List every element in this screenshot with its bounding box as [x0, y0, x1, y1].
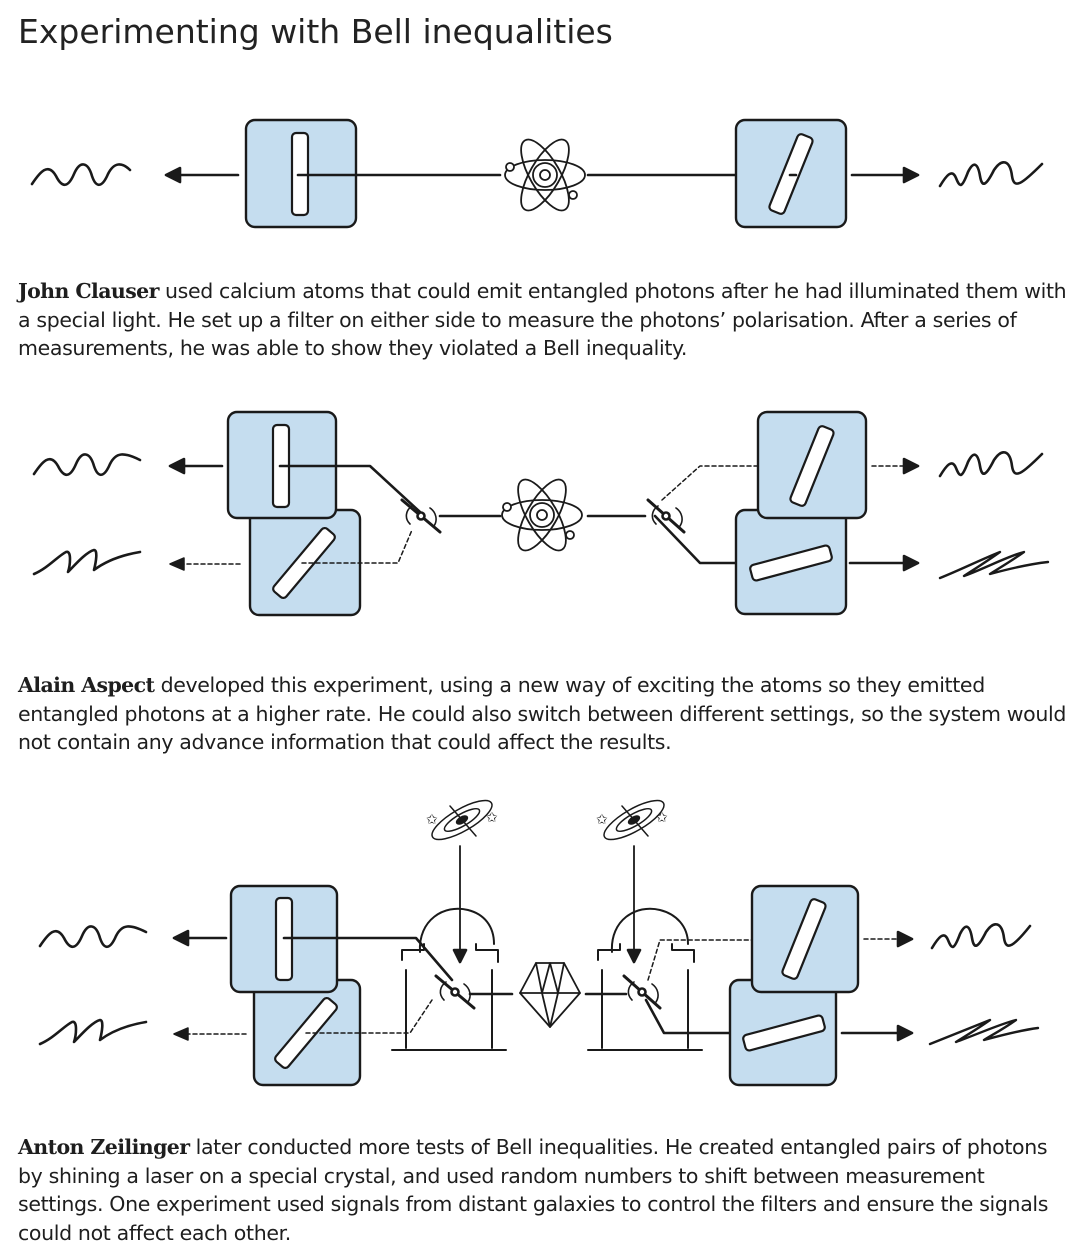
wave-icon: [930, 923, 1032, 950]
zeilinger-caption: Anton Zeilinger later conducted more tes…: [18, 1133, 1068, 1247]
wave-icon: [30, 163, 132, 187]
star-icon: ✩: [426, 812, 438, 828]
switch-mirror-icon: [646, 498, 686, 534]
arrow-left-icon: [164, 166, 240, 184]
galaxy-icon: [431, 799, 493, 841]
caption-text: used calcium atoms that could emit entan…: [18, 279, 1067, 360]
clauser-diagram: [0, 105, 1080, 245]
zeilinger-diagram: ✩ ✩ ✩ ✩: [0, 790, 1080, 1090]
wave-icon: [928, 1018, 1040, 1046]
aspect-caption: Alain Aspect developed this experiment, …: [18, 671, 1068, 757]
polarizing-filter-icon: [244, 118, 358, 229]
star-icon: ✩: [656, 810, 668, 826]
atom-icon: [501, 478, 583, 552]
crystal-icon: [519, 962, 581, 1028]
wave-icon: [938, 161, 1044, 188]
scientist-name: John Clauser: [18, 279, 159, 303]
polarizing-filter-icon: [728, 978, 838, 1087]
scientist-name: Alain Aspect: [18, 673, 155, 697]
galaxy-icon: [603, 799, 665, 841]
wave-icon: [38, 925, 148, 949]
wave-icon: [38, 1018, 148, 1046]
switch-mirror-icon: [622, 974, 662, 1010]
star-icon: ✩: [486, 810, 498, 826]
detector-housing: [391, 907, 507, 1051]
polarizing-filter-icon: [734, 508, 848, 616]
atom-icon: [504, 138, 586, 212]
caption-text: later conducted more tests of Bell inequ…: [18, 1135, 1049, 1245]
wave-icon: [32, 453, 142, 477]
polarizing-filter-icon: [756, 410, 868, 520]
aspect-diagram: [0, 405, 1080, 620]
wave-icon: [32, 548, 142, 576]
scientist-name: Anton Zeilinger: [18, 1135, 190, 1159]
caption-text: developed this experiment, using a new w…: [18, 673, 1066, 754]
detector-housing: [587, 907, 703, 1051]
switch-mirror-icon: [400, 498, 442, 534]
wave-icon: [938, 451, 1044, 478]
polarizing-filter-icon: [734, 118, 848, 229]
star-icon: ✩: [596, 812, 608, 828]
clauser-caption: John Clauser used calcium atoms that cou…: [18, 277, 1068, 363]
arrow-right-icon: [850, 166, 920, 184]
polarizing-filter-icon: [750, 884, 860, 994]
switch-mirror-icon: [434, 974, 476, 1010]
page-title: Experimenting with Bell inequalities: [18, 12, 613, 51]
wave-icon: [938, 550, 1050, 580]
